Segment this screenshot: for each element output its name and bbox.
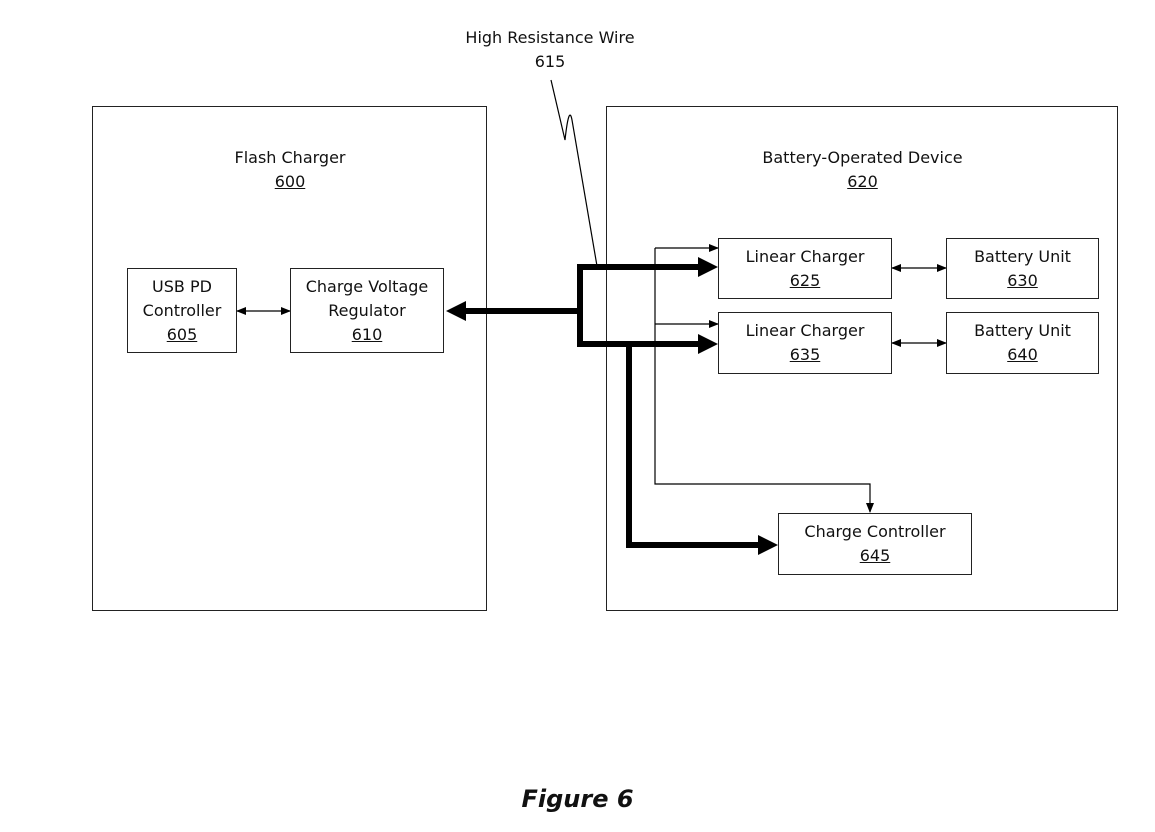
flash-charger-title-text: Flash Charger: [234, 148, 346, 167]
linear-charger-635-label: Linear Charger: [745, 321, 865, 340]
flash-charger-container: [92, 106, 487, 611]
usb-pd-line-2: Controller: [142, 300, 222, 320]
high-resistance-wire-leader: [550, 79, 598, 267]
wire-label-text: High Resistance Wire: [465, 28, 635, 47]
battery-unit-630-label: Battery Unit: [974, 246, 1071, 266]
charge-controller-ref: 645: [859, 546, 891, 565]
power-bus-regulator-arrowhead: [446, 301, 466, 321]
battery-unit-640-block[interactable]: Battery Unit 640: [946, 312, 1099, 374]
power-bus-to-charge-controller: [626, 344, 760, 548]
regulator-ref: 610: [351, 324, 383, 344]
battery-device-title-text: Battery-Operated Device: [762, 148, 963, 167]
usb-pd-ref: 605: [166, 324, 198, 344]
battery-device-ref: 620: [847, 172, 878, 191]
charge-controller-645-block[interactable]: Charge Controller 645: [778, 513, 972, 575]
figure-caption: Figure 6: [521, 785, 634, 813]
linear-charger-625-block[interactable]: Linear Charger 625: [718, 238, 892, 299]
power-bus-controller-arrowhead: [758, 535, 778, 555]
charge-controller-label: Charge Controller: [804, 522, 946, 541]
linear-charger-635-block[interactable]: Linear Charger 635: [718, 312, 892, 374]
battery-device-title: Battery-Operated Device 620: [740, 146, 985, 194]
power-bus-lc635-arrowhead: [698, 334, 718, 354]
battery-unit-630-ref: 630: [1007, 270, 1038, 290]
linear-charger-625-ref: 625: [789, 270, 821, 290]
battery-unit-640-label: Battery Unit: [974, 321, 1071, 340]
flash-charger-ref: 600: [274, 172, 306, 191]
charge-voltage-regulator-block[interactable]: Charge Voltage Regulator 610: [290, 268, 444, 353]
battery-unit-640-ref: 640: [1007, 345, 1038, 364]
control-line-bus: [654, 248, 874, 513]
battery-unit-630-block[interactable]: Battery Unit 630: [946, 238, 1099, 299]
wire-ref: 615: [534, 52, 566, 71]
regulator-line-1: Charge Voltage: [305, 276, 429, 296]
flash-charger-title: Flash Charger 600: [190, 146, 390, 194]
linear-charger-635-ref: 635: [789, 345, 821, 364]
power-bus-lc625-arrowhead: [698, 257, 718, 277]
high-resistance-wire-label: High Resistance Wire 615: [450, 26, 650, 74]
linear-charger-625-label: Linear Charger: [745, 246, 865, 266]
usb-pd-line-1: USB PD: [152, 276, 212, 296]
regulator-line-2: Regulator: [328, 300, 406, 320]
usb-pd-controller-block[interactable]: USB PD Controller 605: [127, 268, 237, 353]
